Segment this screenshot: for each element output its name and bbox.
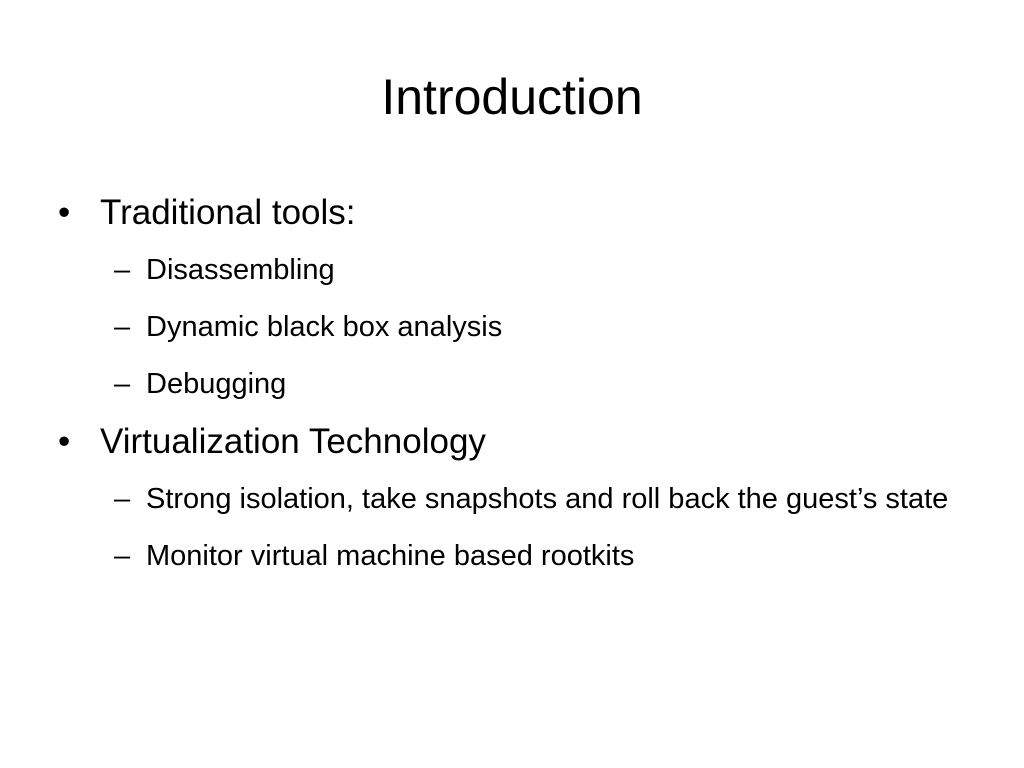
- sub-bullet-item: – Strong isolation, take snapshots and r…: [58, 477, 958, 522]
- sub-bullet-text: Dynamic black box analysis: [146, 311, 503, 343]
- sub-bullet-text: Debugging: [146, 368, 287, 400]
- sub-bullet-text: Strong isolation, take snapshots and rol…: [146, 483, 949, 515]
- dash-icon: –: [114, 483, 131, 515]
- bullet-icon: •: [58, 193, 71, 232]
- sub-bullet-item: – Dynamic black box analysis: [58, 305, 958, 350]
- sub-bullet-text: Disassembling: [146, 254, 335, 286]
- bullet-icon: •: [58, 422, 71, 461]
- dash-icon: –: [114, 311, 131, 343]
- dash-icon: –: [114, 540, 131, 572]
- bullet-item: • Traditional tools:: [58, 190, 958, 236]
- bullet-text: Traditional tools:: [100, 193, 356, 232]
- bullet-item: • Virtualization Technology: [58, 419, 958, 465]
- sub-bullet-item: – Monitor virtual machine based rootkits: [58, 534, 958, 579]
- sub-list: – Disassembling – Dynamic black box anal…: [58, 248, 958, 407]
- sub-list: – Strong isolation, take snapshots and r…: [58, 477, 958, 579]
- slide-title: Introduction: [381, 69, 643, 125]
- dash-icon: –: [114, 368, 131, 400]
- sub-bullet-text: Monitor virtual machine based rootkits: [146, 540, 635, 572]
- sub-bullet-item: – Disassembling: [58, 248, 958, 293]
- sub-bullet-item: – Debugging: [58, 362, 958, 407]
- slide-content: • Traditional tools: – Disassembling – D…: [58, 190, 958, 591]
- dash-icon: –: [114, 254, 131, 286]
- bullet-text: Virtualization Technology: [100, 422, 486, 461]
